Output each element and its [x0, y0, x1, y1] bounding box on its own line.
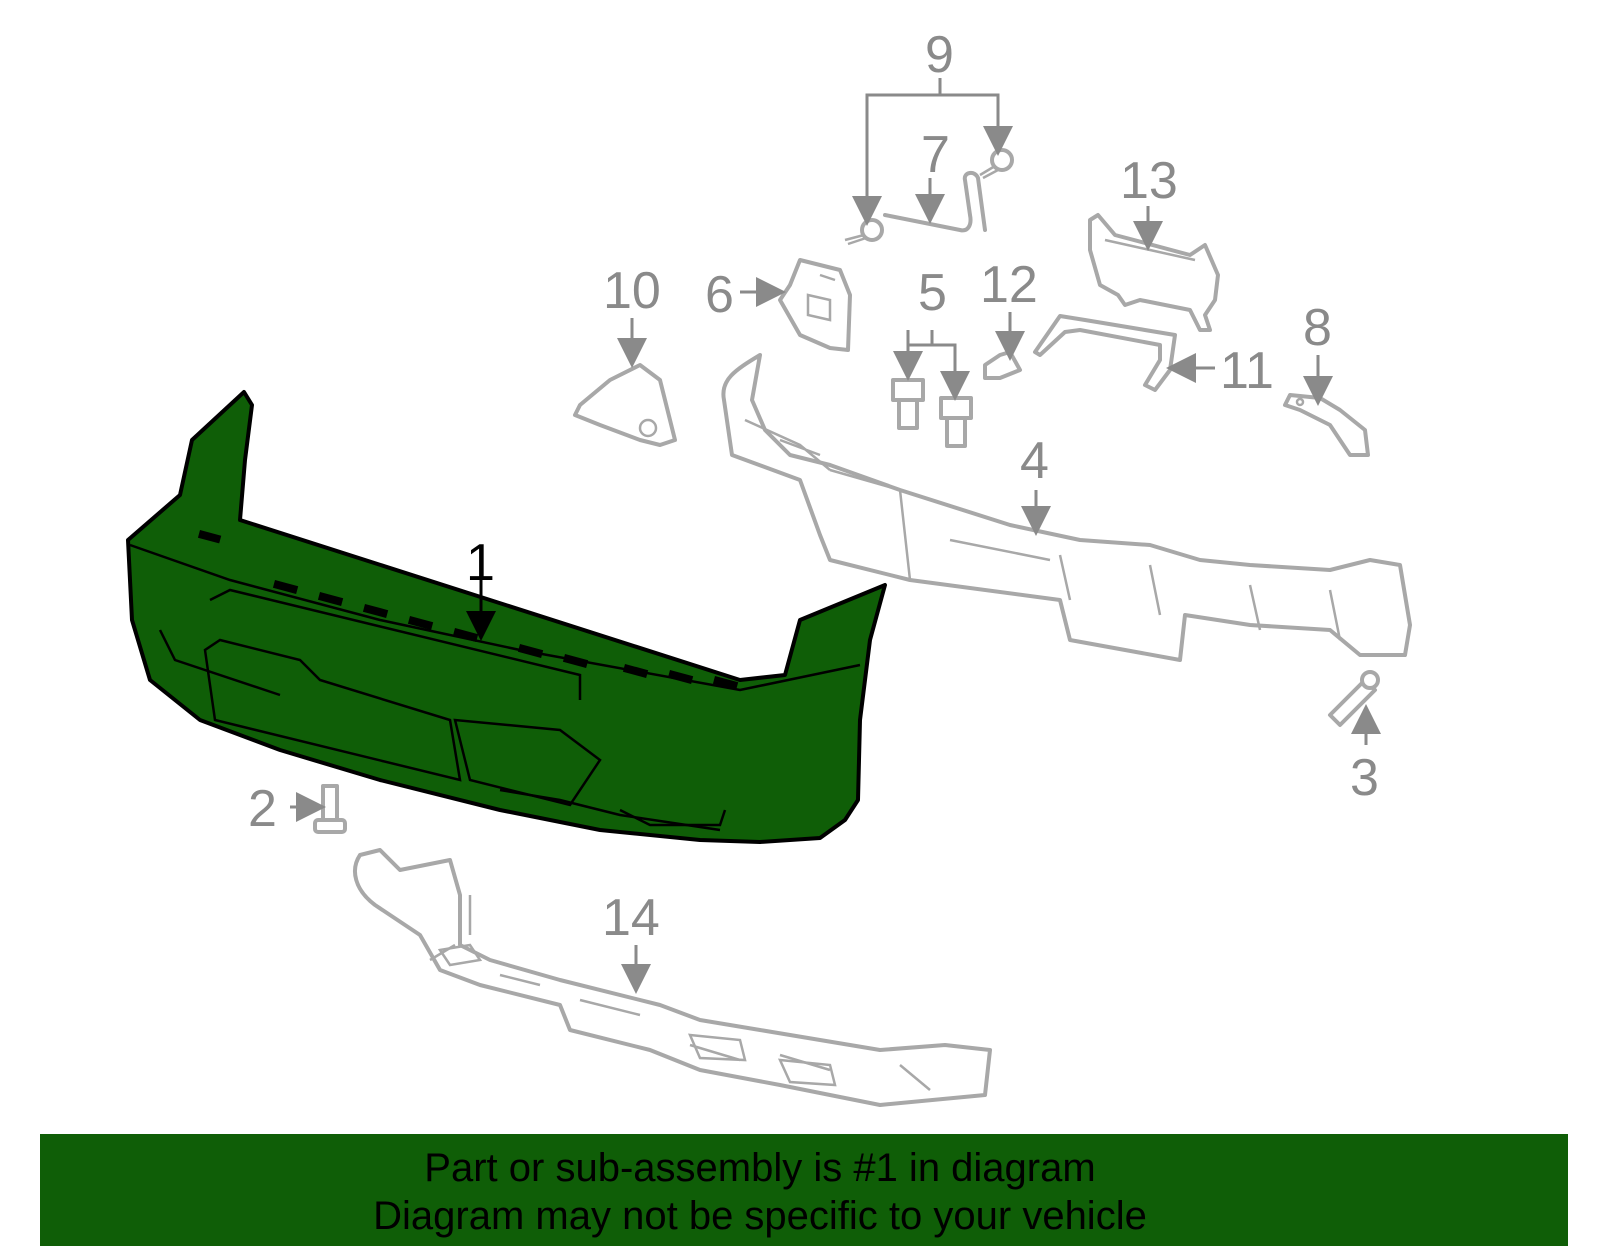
part-2-bolt [313, 784, 347, 834]
callout-13: 13 [1120, 152, 1178, 210]
part-1-bumper-cover [126, 390, 887, 844]
part-5-bolts [891, 378, 973, 448]
callout-10: 10 [603, 262, 661, 320]
callout-1: 1 [466, 534, 495, 592]
info-banner: Part or sub-assembly is #1 in diagram Di… [40, 1134, 1568, 1246]
part-10-bracket [573, 363, 677, 447]
part-8-clip [1283, 393, 1370, 457]
part-3-push-pin [1328, 670, 1380, 727]
callout-14: 14 [602, 889, 660, 947]
part-12-clip [983, 350, 1022, 380]
part-7-rod [883, 171, 987, 233]
callout-5: 5 [918, 264, 947, 322]
banner-line-1: Part or sub-assembly is #1 in diagram [424, 1146, 1096, 1190]
callout-6: 6 [705, 266, 734, 324]
callout-2: 2 [248, 780, 277, 838]
part-11-brace [1033, 314, 1177, 392]
callout-3: 3 [1350, 749, 1379, 807]
part-6-bracket [778, 258, 852, 352]
banner-line-2: Diagram may not be specific to your vehi… [373, 1194, 1147, 1238]
part-13-bracket [1088, 213, 1220, 332]
callout-4: 4 [1020, 432, 1049, 490]
callout-7: 7 [921, 126, 950, 184]
callout-11: 11 [1220, 342, 1274, 400]
callout-9: 9 [925, 26, 954, 84]
part-14-lower-valance [353, 848, 992, 1107]
leader-lines [290, 78, 1381, 994]
callout-12: 12 [980, 256, 1038, 314]
callout-8: 8 [1303, 299, 1332, 357]
